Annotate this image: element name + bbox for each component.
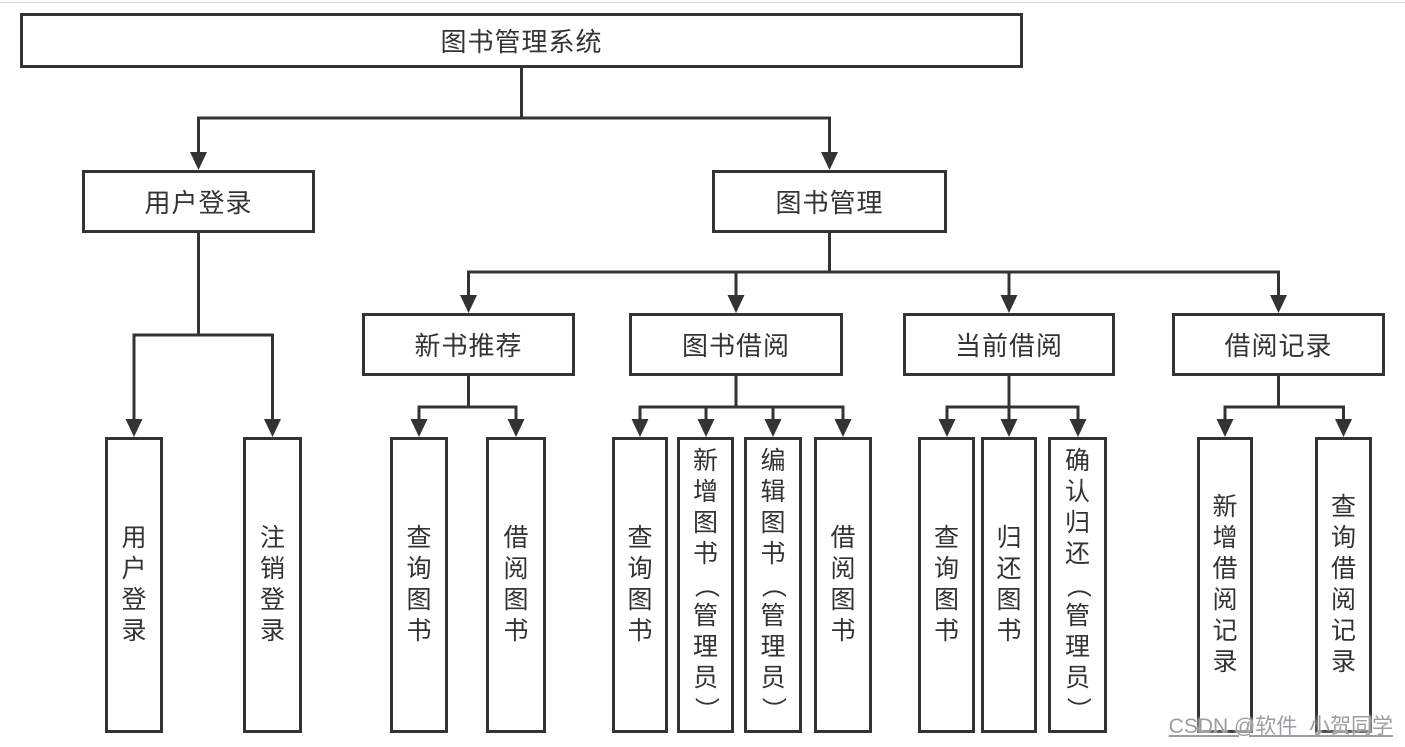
node-label: 借阅图书: [503, 524, 529, 645]
node-leaf-logout: 注销登录: [243, 437, 302, 733]
node-leaf-add-borrow-record: 新增借阅记录: [1197, 437, 1253, 733]
node-label: 图书管理系统: [440, 27, 603, 57]
node-current-borrow: 当前借阅: [903, 313, 1115, 376]
node-leaf-user-login: 用户登录: [105, 437, 163, 733]
node-leaf-borrow-books-2: 借阅图书: [814, 437, 872, 733]
top-border-line: [0, 2, 1405, 3]
node-leaf-query-borrow-record: 查询借阅记录: [1315, 437, 1372, 733]
node-label: 新增图书（管理员）: [691, 446, 720, 722]
watermark: CSDN @软件_小贺同学: [1168, 715, 1393, 738]
node-book-management: 图书管理: [712, 170, 947, 233]
node-label: 借阅图书: [830, 524, 856, 645]
node-label: 注销登录: [259, 524, 285, 645]
node-label: 图书管理: [775, 188, 884, 218]
node-leaf-edit-book-admin: 编辑图书（管理员）: [744, 437, 802, 733]
node-library-management-system: 图书管理系统: [20, 13, 1023, 68]
node-label: 新书推荐: [414, 331, 523, 361]
node-label: 新增借阅记录: [1212, 493, 1238, 676]
node-new-book-recommend: 新书推荐: [362, 313, 575, 376]
node-label: 确认归还（管理员）: [1063, 446, 1092, 722]
node-leaf-query-books-1: 查询图书: [390, 437, 448, 733]
node-label: 用户登录: [121, 524, 147, 645]
node-leaf-query-books-3: 查询图书: [918, 437, 975, 733]
node-label: 查询图书: [406, 524, 432, 645]
node-borrow-records: 借阅记录: [1172, 313, 1385, 376]
node-user-login: 用户登录: [82, 170, 315, 233]
node-label: 归还图书: [996, 524, 1022, 645]
node-label: 查询借阅记录: [1330, 493, 1356, 676]
node-book-borrow: 图书借阅: [629, 313, 843, 376]
node-leaf-add-book-admin: 新增图书（管理员）: [677, 437, 734, 733]
node-label: 查询图书: [933, 524, 959, 645]
node-label: 当前借阅: [954, 331, 1063, 361]
node-label: 编辑图书（管理员）: [759, 446, 788, 722]
node-label: 图书借阅: [681, 331, 790, 361]
node-leaf-confirm-return-admin: 确认归还（管理员）: [1048, 437, 1107, 733]
node-leaf-borrow-books-1: 借阅图书: [486, 437, 546, 733]
node-leaf-return-book: 归还图书: [981, 437, 1037, 733]
node-leaf-query-books-2: 查询图书: [612, 437, 668, 733]
node-label: 用户登录: [144, 188, 253, 218]
node-label: 借阅记录: [1224, 331, 1333, 361]
node-label: 查询图书: [627, 524, 653, 645]
